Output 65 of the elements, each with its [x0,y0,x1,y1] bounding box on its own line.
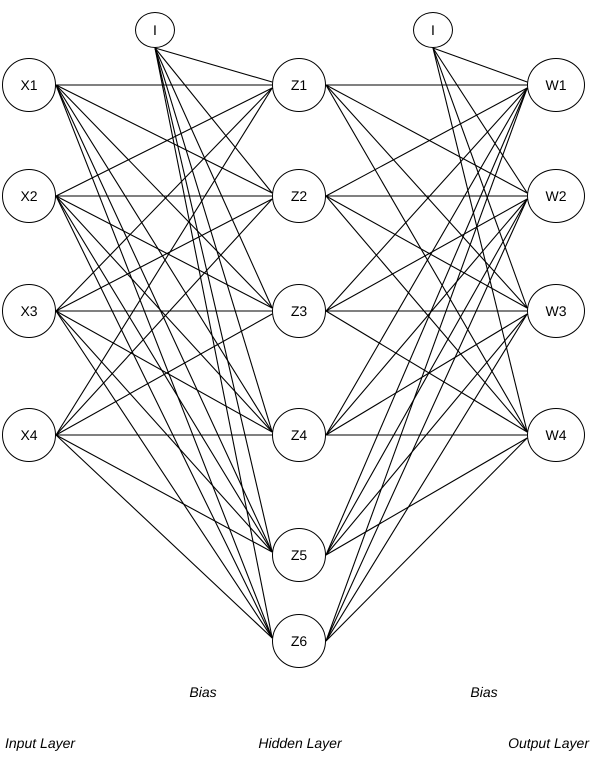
connection-line [56,434,272,552]
connection-line [326,198,528,642]
neuron-circle [272,284,326,338]
connection-line [326,314,528,556]
connection-line [56,434,273,638]
connection-line [154,48,273,194]
connection-line [154,48,273,432]
connection-line [56,310,273,552]
connection-line [432,48,528,432]
connection-line [56,195,272,197]
connection-line [326,438,528,556]
connection-line [326,195,527,197]
node-label: W2 [546,189,566,203]
connection-line [154,47,272,83]
node-label: X3 [20,304,38,318]
connection-line [326,314,528,642]
node-label: Z2 [290,189,308,203]
connection-line [432,48,528,308]
connection-line [56,434,272,436]
neuron-circle [527,58,585,112]
node-label: I [153,23,157,37]
node-label: W1 [546,78,566,92]
neuron-circle [2,284,56,338]
node-label: X1 [20,78,38,92]
connection-line [326,434,527,436]
connection-line [432,47,528,83]
connection-line [432,48,528,194]
connection-line [325,88,528,642]
layer-label: Bias [470,683,498,701]
neuron-circle [272,169,326,223]
node-label: Z1 [290,78,308,92]
neuron-circle [272,528,326,582]
connection-line [326,198,528,556]
neuron-circle [2,58,56,112]
node-label: W3 [546,304,566,318]
node-label: X2 [20,189,38,203]
connection-line [326,84,527,86]
connection-line [154,48,273,308]
connection-line [56,84,272,86]
node-label: Z6 [290,634,308,648]
node-label: Z5 [290,548,308,562]
neuron-circle [272,58,326,112]
node-label: X4 [20,428,38,442]
connection-line [326,310,527,312]
neuron-circle [272,614,326,668]
layer-label: Input Layer [5,734,76,752]
neuron-circle [2,408,56,462]
connection-line [326,438,528,642]
connection-line [56,310,273,638]
connection-line [326,88,528,556]
bias-circle [413,12,453,48]
bias-circle [135,12,175,48]
connection-line [56,196,273,552]
node-label: Z3 [290,304,308,318]
layer-label: Hidden Layer [258,734,342,752]
neuron-circle [272,408,326,462]
neuron-circle [2,169,56,223]
node-label: W4 [546,428,566,442]
neuron-circle [527,408,585,462]
layer-label: Bias [189,683,217,701]
node-label: I [431,23,435,37]
neuron-circle [527,284,585,338]
connection-line [56,310,272,312]
layer-label: Output Layer [508,734,589,752]
node-label: Z4 [290,428,308,442]
